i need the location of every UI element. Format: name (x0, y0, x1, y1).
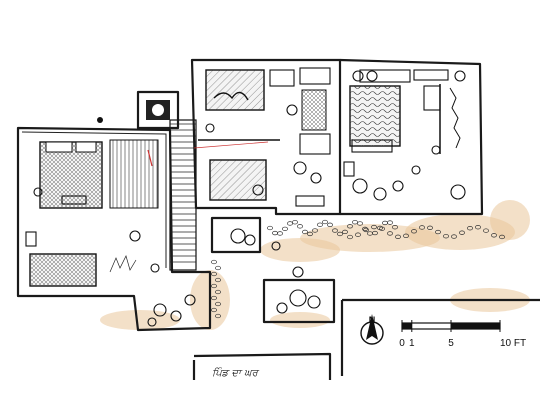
rubble-stone (215, 277, 221, 283)
stair-corridor (169, 119, 197, 271)
rubble-stone (451, 234, 457, 239)
rubble-stone (297, 224, 303, 229)
small-top-room (97, 90, 180, 130)
rubble-stone (352, 220, 358, 225)
rubble-stone (483, 228, 489, 233)
rubble-stone (435, 229, 441, 235)
rubble-stone (267, 225, 273, 231)
rubble-stone (215, 265, 221, 271)
legend-frame (340, 298, 540, 376)
rubble-stone (362, 226, 368, 232)
rubble-stone (347, 234, 353, 240)
rubble-stone (403, 233, 409, 238)
rubble-stone (499, 234, 505, 240)
rubble-stone (371, 224, 377, 230)
rubble-stone (411, 229, 417, 234)
rubble-stone (475, 225, 481, 230)
scale-bar-segment (402, 323, 412, 329)
rubble-stone (357, 221, 363, 226)
rubble-stone (347, 224, 353, 229)
rubble-stone (292, 220, 298, 225)
rubble-stone (337, 231, 343, 237)
north-arrow-letter: N (369, 315, 376, 325)
rubble-stone (379, 226, 385, 231)
scale-bar-label: 1 (409, 338, 415, 349)
rubble-stone (443, 234, 449, 239)
rubble-stone (363, 227, 369, 233)
rubble-stone (372, 230, 378, 236)
rubble-stone (287, 221, 293, 226)
rubble-stone (342, 229, 348, 235)
rubble-stone (387, 231, 393, 236)
rubble-stone (395, 234, 401, 239)
rubble-stone (211, 307, 217, 313)
rubble-stone (282, 226, 288, 231)
scale-bar-segment (451, 323, 500, 329)
rubble-stone (355, 232, 361, 237)
middle-enclosures (210, 216, 336, 324)
central-block (190, 58, 342, 216)
rubble-stone (467, 226, 473, 231)
soil-stains (100, 200, 530, 330)
rubble-stone (215, 289, 221, 295)
rubble-stone (211, 259, 217, 265)
rubble-stone (211, 283, 217, 289)
rubble-stone (272, 230, 278, 236)
rubble-path (211, 219, 505, 319)
rubble-stone (312, 228, 318, 233)
rubble-stone (459, 230, 465, 235)
rubble-stone (211, 295, 217, 301)
right-block (339, 58, 484, 216)
caption-text: ਪਿੰਡ ਦਾ ਘਰ (212, 367, 259, 379)
left-courtyard-stripes (109, 139, 159, 209)
rubble-stone (419, 225, 425, 230)
north-arrow-pointer (366, 314, 378, 340)
rubble-stone (277, 231, 283, 236)
scale-bar-label: 0 (399, 338, 405, 349)
rubble-stone (382, 220, 388, 226)
rubble-stone (215, 313, 221, 319)
rubble-stone (387, 220, 393, 225)
rubble-stone (302, 229, 308, 235)
left-wing (16, 126, 212, 332)
north-arrow: N (360, 314, 384, 345)
rubble-stone (322, 219, 328, 225)
scale-bar-label: 5 (448, 338, 454, 349)
rubble-stone (317, 222, 323, 227)
rubble-stone (491, 233, 497, 238)
rubble-stone (427, 225, 433, 230)
scale-bar-label: 10 FT (500, 338, 526, 349)
rubble-stone (332, 228, 338, 233)
rubble-stone (215, 301, 221, 307)
rubble-stone (327, 222, 333, 227)
rubble-stone (211, 271, 217, 277)
rubble-stone (392, 225, 398, 230)
caption-frame: ਪਿੰਡ ਦਾ ਘਰ (192, 352, 332, 380)
rubble-stone (307, 231, 313, 237)
